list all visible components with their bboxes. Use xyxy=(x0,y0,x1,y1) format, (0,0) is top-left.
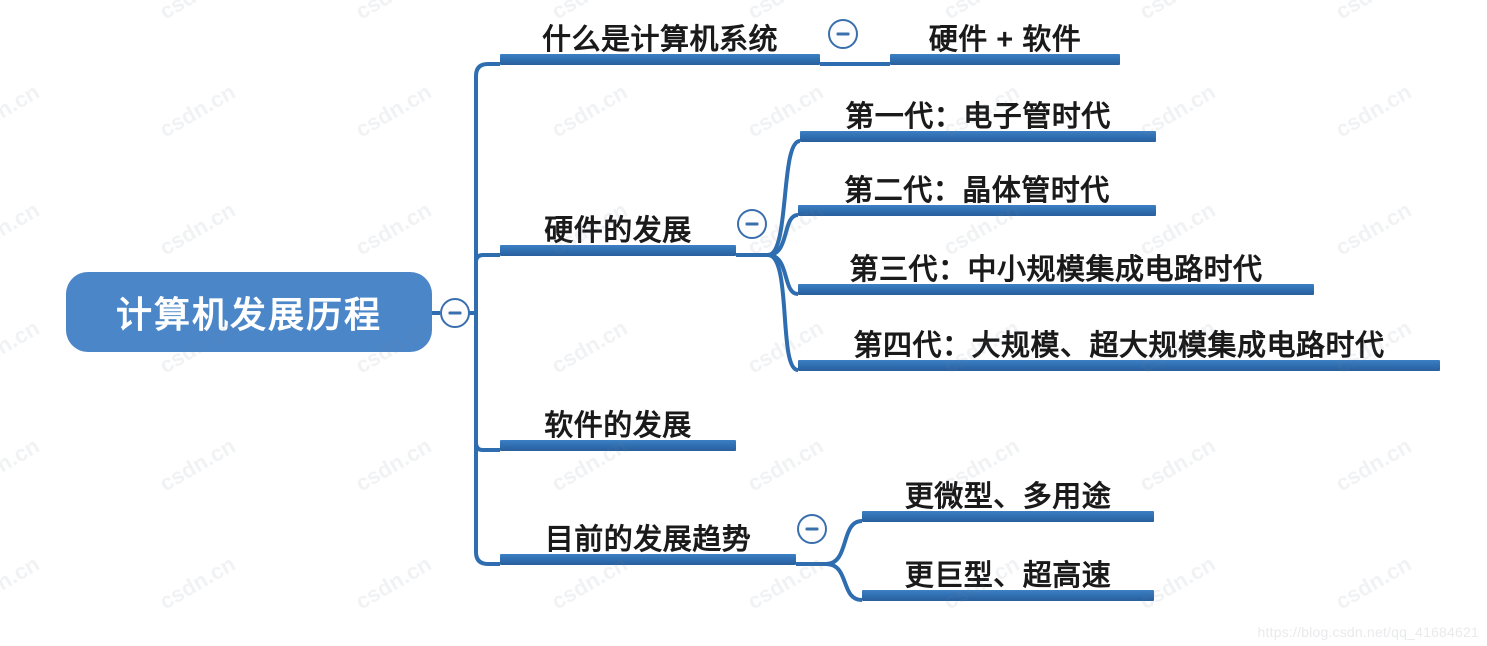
topic-underline-bar xyxy=(862,590,1154,601)
topic-label: 什么是计算机系统 xyxy=(541,24,778,56)
watermark-tile: csdn.cn xyxy=(0,432,44,497)
watermark-tile: csdn.cn xyxy=(351,0,436,25)
watermark-tile: csdn.cn xyxy=(155,196,240,261)
topic-label: 第一代：电子管时代 xyxy=(845,101,1111,133)
connector-gen2 xyxy=(767,213,799,257)
watermark-tile: csdn.cn xyxy=(351,78,436,143)
branch1-collapse-toggle-icon[interactable] xyxy=(828,19,858,49)
connector-to-branch-3 xyxy=(474,313,500,452)
branch2-collapse-toggle-icon[interactable] xyxy=(737,209,767,239)
topic-underline-bar xyxy=(798,284,1314,295)
watermark-tile: csdn.cn xyxy=(351,196,436,261)
connector-trend1 xyxy=(825,519,863,566)
watermark-tile: csdn.cn xyxy=(351,550,436,615)
topic-label: 第三代：中小规模集成电路时代 xyxy=(849,254,1263,286)
watermark-tile: csdn.cn xyxy=(0,550,44,615)
topic-label: 更微型、多用途 xyxy=(904,481,1112,513)
connector-gen3 xyxy=(767,253,799,296)
topic-underline-bar xyxy=(500,440,736,451)
watermark-tile: csdn.cn xyxy=(155,432,240,497)
watermark-tile: csdn.cn xyxy=(547,78,632,143)
topic-label: 软件的发展 xyxy=(544,410,692,442)
watermark-tile: csdn.cn xyxy=(155,0,240,25)
watermark-tile: csdn.cn xyxy=(1331,0,1416,25)
connector-to-branch-4 xyxy=(474,313,500,566)
watermark-tile: csdn.cn xyxy=(351,432,436,497)
watermark-tile: csdn.cn xyxy=(1331,550,1416,615)
watermark-tile: csdn.cn xyxy=(1331,196,1416,261)
watermark-tile: csdn.cn xyxy=(1331,432,1416,497)
topic-underline-bar xyxy=(862,511,1154,522)
topic-underline-bar xyxy=(500,54,820,65)
connector-to-branch-1 xyxy=(474,62,500,313)
topic-underline-bar xyxy=(890,54,1120,65)
topic-underline-bar xyxy=(500,245,736,256)
topic-hardware-plus-software[interactable]: 硬件 + 软件 xyxy=(890,10,1120,65)
root-node-label: 计算机发展历程 xyxy=(115,294,382,335)
topic-underline-bar xyxy=(798,205,1156,216)
topic-trend-giant-highspeed[interactable]: 更巨型、超高速 xyxy=(862,546,1154,601)
topic-underline-bar xyxy=(798,360,1440,371)
watermark-tile: csdn.cn xyxy=(0,196,44,261)
root-collapse-toggle-icon[interactable] xyxy=(440,298,470,328)
watermark-tile: csdn.cn xyxy=(155,550,240,615)
topic-underline-bar xyxy=(500,554,796,565)
watermark-tile: csdn.cn xyxy=(0,0,44,25)
topic-what-is-computer-system[interactable]: 什么是计算机系统 xyxy=(500,10,820,65)
topic-generation-3[interactable]: 第三代：中小规模集成电路时代 xyxy=(798,240,1314,295)
topic-generation-4[interactable]: 第四代：大规模、超大规模集成电路时代 xyxy=(798,316,1440,371)
topic-underline-bar xyxy=(800,131,1156,142)
watermark-tile: csdn.cn xyxy=(743,432,828,497)
topic-label: 目前的发展趋势 xyxy=(544,524,752,556)
watermark-tile: csdn.cn xyxy=(0,78,44,143)
topic-label: 硬件 + 软件 xyxy=(928,24,1082,56)
watermark-tile: csdn.cn xyxy=(1135,0,1220,25)
topic-label: 第二代：晶体管时代 xyxy=(844,175,1110,207)
watermark-url: https://blog.csdn.net/qq_41684621 xyxy=(1257,624,1479,640)
topic-label: 硬件的发展 xyxy=(544,215,692,247)
topic-trend-micro-multipurpose[interactable]: 更微型、多用途 xyxy=(862,467,1154,522)
topic-hardware-development[interactable]: 硬件的发展 xyxy=(500,201,736,256)
topic-label: 更巨型、超高速 xyxy=(904,560,1112,592)
watermark-tile: csdn.cn xyxy=(547,314,632,379)
branch4-collapse-toggle-icon[interactable] xyxy=(797,514,827,544)
topic-software-development[interactable]: 软件的发展 xyxy=(500,396,736,451)
topic-current-trends[interactable]: 目前的发展趋势 xyxy=(500,510,796,565)
watermark-tile: csdn.cn xyxy=(1331,78,1416,143)
topic-generation-2[interactable]: 第二代：晶体管时代 xyxy=(798,161,1156,216)
connector-to-branch-2 xyxy=(474,253,500,313)
connector-gen4 xyxy=(767,253,799,372)
topic-generation-1[interactable]: 第一代：电子管时代 xyxy=(800,87,1156,142)
connector-trend2 xyxy=(825,562,863,602)
connector-gen1 xyxy=(767,139,801,257)
watermark-tile: csdn.cn xyxy=(155,78,240,143)
watermark-tile: csdn.cn xyxy=(0,314,44,379)
root-node[interactable]: 计算机发展历程 xyxy=(66,272,432,352)
topic-label: 第四代：大规模、超大规模集成电路时代 xyxy=(853,330,1385,362)
